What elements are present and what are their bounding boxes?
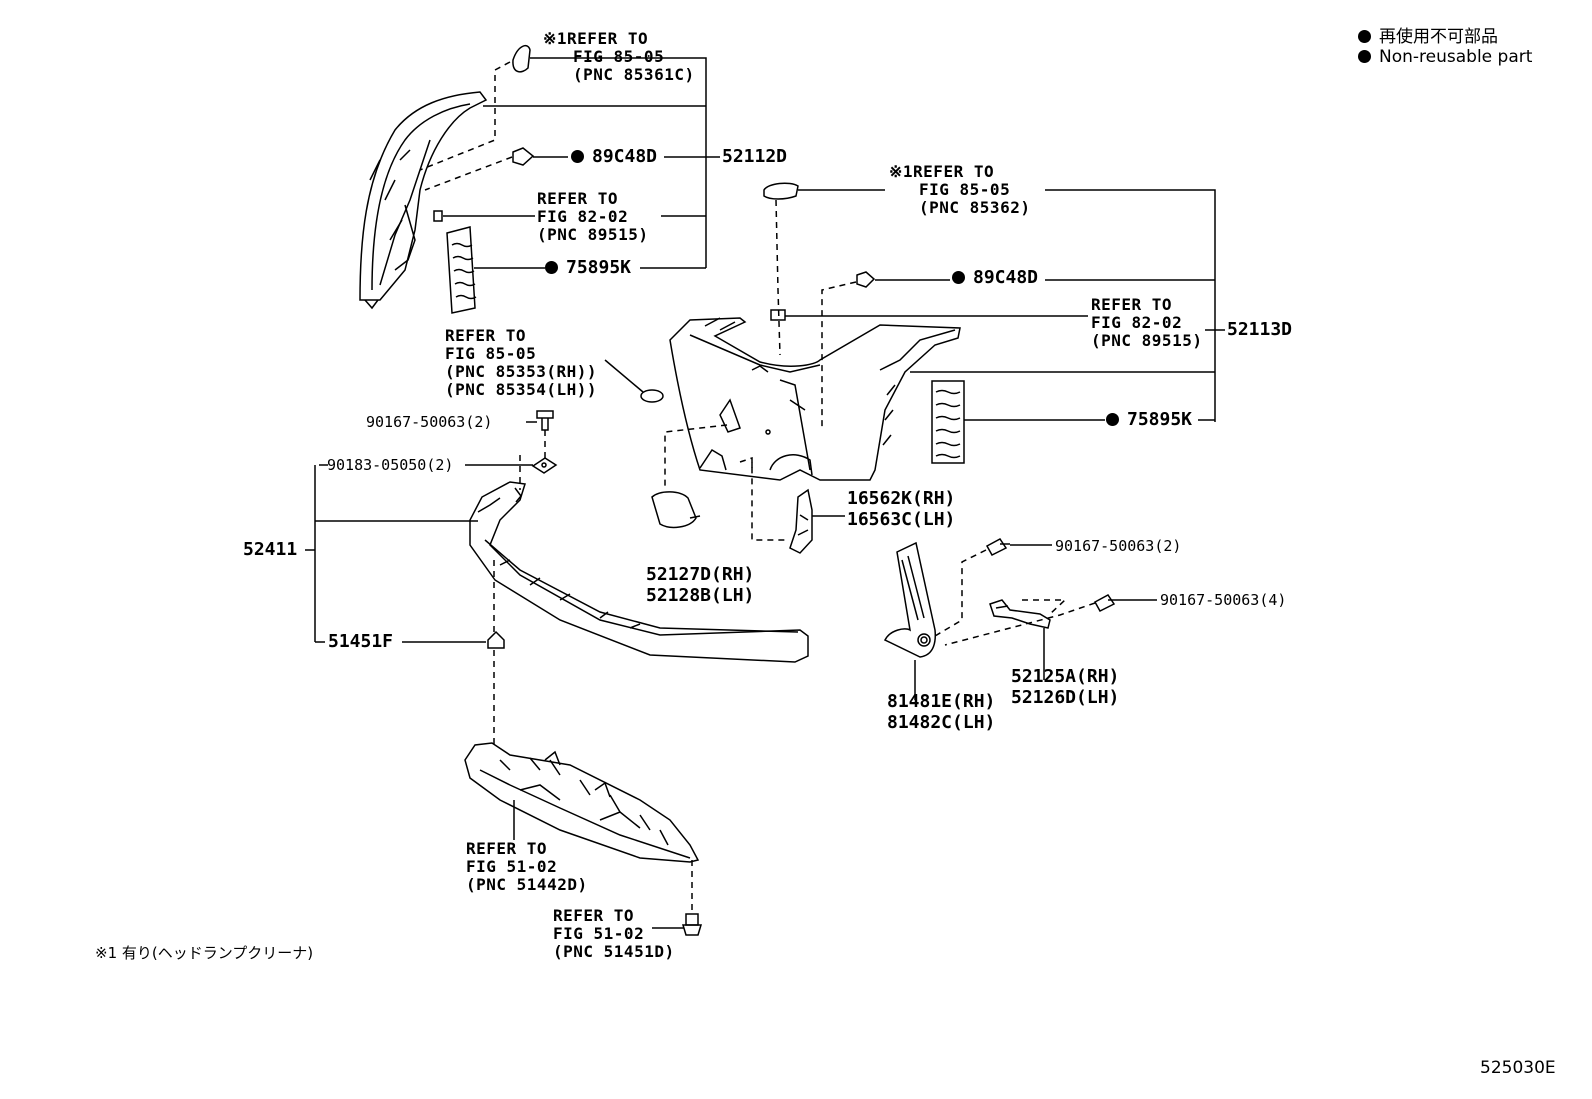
headlamp-cleaner-cap-shape-b — [763, 182, 799, 200]
bolt-90167-a-shape — [536, 410, 554, 431]
legend-jp: 再使用不可部品 — [1358, 22, 1498, 47]
clip-51451F-shape — [487, 630, 505, 649]
part-52125A[interactable]: 52125A(RH) — [1011, 666, 1120, 687]
retainer-shape-a — [433, 210, 443, 222]
dashed-leaders-lower-right — [934, 549, 1096, 646]
ref-85362[interactable]: ※1REFER TO FIG 85-05 (PNC 85362) — [889, 163, 1030, 217]
grommet-shape-b — [856, 271, 876, 288]
ref-line: (PNC 85362) — [919, 198, 1031, 217]
legend-jp-text: 再使用不可部品 — [1379, 27, 1498, 47]
bracket-81481E-shape — [883, 541, 937, 658]
ref-51442D[interactable]: REFER TO FIG 51-02 (PNC 51442D) — [466, 840, 588, 894]
ref-line: (PNC 85353(RH)) — [445, 362, 597, 381]
pad-shape-a — [446, 226, 477, 314]
part-52128B[interactable]: 52128B(LH) — [646, 585, 755, 606]
part-75895K-a[interactable]: 75895K — [545, 258, 631, 278]
ref-line: (PNC 85354(LH)) — [445, 380, 597, 399]
ref-line: REFER TO — [537, 189, 619, 208]
part-number: 89C48D — [592, 146, 658, 167]
non-reusable-dot-icon — [952, 271, 965, 284]
part-90167-50063-c[interactable]: 90167-50063(4) — [1160, 591, 1287, 609]
ref-line: (PNC 51451D) — [553, 942, 675, 961]
ref-line: REFER TO — [1091, 295, 1173, 314]
part-89C48D-a[interactable]: 89C48D — [571, 147, 657, 167]
non-reusable-dot-icon — [1358, 50, 1371, 63]
cover-52127D-shape — [651, 491, 701, 529]
leaders-52112D — [443, 57, 720, 269]
ref-line: (PNC 51442D) — [466, 875, 588, 894]
figure-id: 525030E — [1480, 1058, 1556, 1078]
leaders-lower-right — [1010, 544, 1157, 601]
part-75895K-b[interactable]: 75895K — [1106, 410, 1192, 430]
non-reusable-dot-icon — [1358, 30, 1371, 43]
ref-85361C[interactable]: ※1REFER TO FIG 85-05 (PNC 85361C) — [543, 30, 695, 84]
part-52113D[interactable]: 52113D — [1227, 319, 1293, 340]
dashed-leaders-center — [493, 430, 693, 912]
non-reusable-dot-icon — [571, 150, 584, 163]
part-89C48D-b[interactable]: 89C48D — [952, 268, 1038, 288]
ref-line: (PNC 89515) — [537, 225, 649, 244]
non-reusable-dot-icon — [545, 261, 558, 274]
bracket-16562K-shape — [789, 488, 813, 554]
undercover-51442D-shape — [464, 742, 700, 863]
part-90167-50063-b[interactable]: 90167-50063(2) — [1055, 537, 1182, 555]
ref-89515-b[interactable]: REFER TO FIG 82-02 (PNC 89515) — [1091, 296, 1202, 350]
upper-left-bumper-bracket-drawing — [359, 91, 488, 310]
part-81482C[interactable]: 81482C(LH) — [887, 712, 996, 733]
ref-line: REFER TO — [466, 839, 548, 858]
part-51451F[interactable]: 51451F — [328, 631, 394, 652]
ref-line: ※1REFER TO — [543, 29, 649, 48]
bolt-51451D-shape — [681, 913, 703, 936]
part-52411[interactable]: 52411 — [243, 539, 298, 560]
cap-85353-shape — [640, 389, 664, 403]
part-52112D[interactable]: 52112D — [722, 146, 788, 167]
part-16563C[interactable]: 16563C(LH) — [847, 509, 956, 530]
ref-85353[interactable]: REFER TO FIG 85-05 (PNC 85353(RH)) (PNC … — [445, 327, 597, 399]
leader-85353 — [604, 359, 644, 393]
grommet-shape-a — [512, 147, 535, 166]
ref-line: ※1REFER TO — [889, 162, 995, 181]
ref-line: REFER TO — [445, 326, 527, 345]
bolt-90167-b-shape — [985, 538, 1010, 556]
ref-line: FIG 85-05 — [919, 180, 1011, 199]
reinforcement-52411-shape — [469, 481, 809, 663]
ref-line: FIG 51-02 — [553, 924, 645, 943]
ref-line: REFER TO — [553, 906, 635, 925]
part-52127D[interactable]: 52127D(RH) — [646, 564, 755, 585]
ref-51451D[interactable]: REFER TO FIG 51-02 (PNC 51451D) — [553, 907, 675, 961]
legend-en-text: Non-reusable part — [1379, 47, 1533, 67]
ref-line: (PNC 85361C) — [573, 65, 695, 84]
ref-line: FIG 51-02 — [466, 857, 558, 876]
part-number: 75895K — [1127, 409, 1193, 430]
pad-shape-b — [931, 380, 965, 464]
leaders-52113D — [785, 189, 1225, 422]
part-90167-50063-a[interactable]: 90167-50063(2) — [366, 413, 493, 431]
ref-line: FIG 82-02 — [1091, 313, 1183, 332]
right-bumper-side-drawing — [669, 317, 961, 481]
ref-line: (PNC 89515) — [1091, 331, 1203, 350]
part-number: 75895K — [566, 257, 632, 278]
legend-en: Non-reusable part — [1358, 47, 1532, 67]
ref-line: FIG 85-05 — [573, 47, 665, 66]
headlamp-cleaner-cap-shape — [512, 44, 531, 73]
leaders-52411 — [305, 421, 537, 643]
ref-89515-a[interactable]: REFER TO FIG 82-02 (PNC 89515) — [537, 190, 648, 244]
ref-line: FIG 82-02 — [537, 207, 629, 226]
ref-line: FIG 85-05 — [445, 344, 537, 363]
non-reusable-dot-icon — [1106, 413, 1119, 426]
dashed-leaders-right — [664, 199, 857, 541]
part-81481E[interactable]: 81481E(RH) — [887, 691, 996, 712]
nut-90183-shape — [531, 457, 558, 474]
dashed-leaders-upper-left — [419, 61, 513, 191]
part-52126D[interactable]: 52126D(LH) — [1011, 687, 1120, 708]
part-number: 89C48D — [973, 267, 1039, 288]
part-90183-05050[interactable]: 90183-05050(2) — [327, 456, 454, 474]
part-16562K[interactable]: 16562K(RH) — [847, 488, 956, 509]
bolt-90167-c-shape — [1093, 594, 1118, 612]
bracket-52125A-shape — [989, 599, 1051, 629]
footnote: ※1 有り(ヘッドランプクリーナ) — [95, 944, 314, 962]
